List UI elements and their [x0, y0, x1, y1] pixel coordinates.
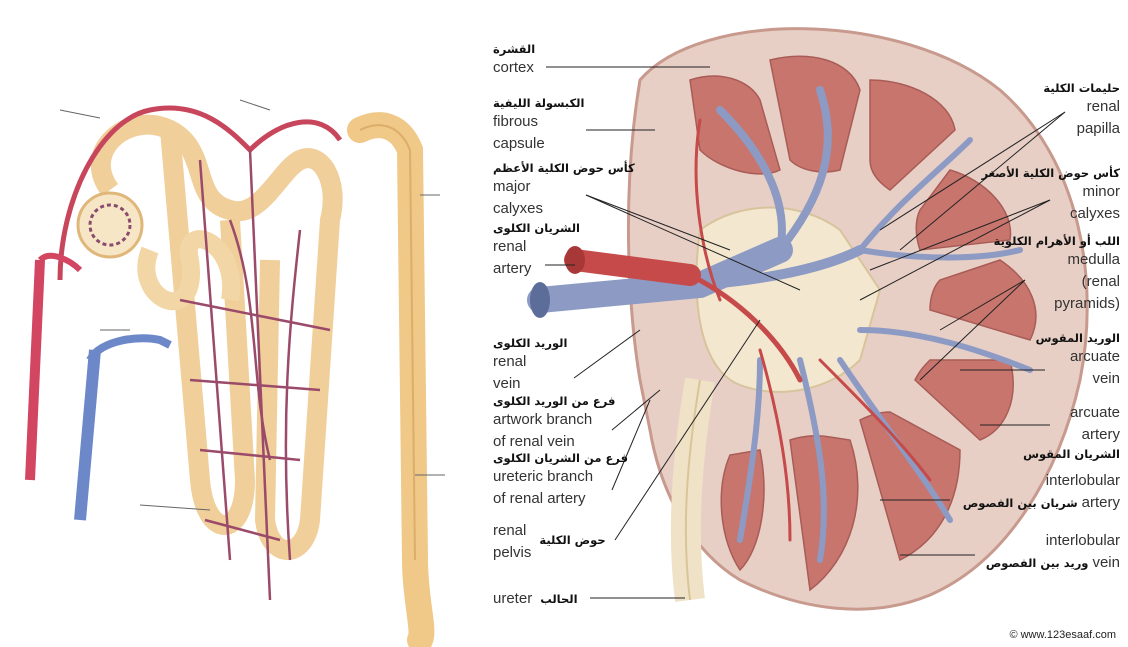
label-renal-pelvis-en-1: renal	[493, 520, 531, 542]
label-cortex: القشرة cortex	[493, 41, 535, 79]
label-ureter-ar: الحالب	[540, 591, 577, 607]
label-renal-vein-en-2: vein	[493, 373, 567, 395]
label-renal-pelvis-ar: حوض الكلية	[539, 532, 605, 548]
label-renal-papilla-en-1: renal	[1040, 96, 1120, 118]
label-interlobular-vein: interlobular وريد بين الفصوص vein	[950, 530, 1120, 574]
label-renal-papilla: حليمات الكلية renal papilla	[1040, 80, 1120, 140]
label-minor-calyxes-en-1: minor	[990, 181, 1120, 203]
label-interlobular-artery-ar: شريان بين الفصوص	[963, 495, 1078, 511]
label-fibrous-capsule: الكبسولة الليفية fibrous capsule	[493, 95, 584, 155]
label-renal-pelvis: renal pelvis حوض الكلية	[493, 520, 606, 564]
label-artwork-branch-ar: فرع من الوريد الكلوى	[493, 393, 615, 409]
label-arcuate-vein-ar: الوريد المقوس	[1020, 330, 1120, 346]
label-artwork-branch: فرع من الوريد الكلوى artwork branch of r…	[493, 393, 615, 453]
label-ureteric-branch: فرع من الشريان الكلوى ureteric branch of…	[493, 450, 628, 510]
copyright-text: © www.123esaaf.com	[1009, 629, 1116, 641]
label-renal-vein: الوريد الكلوى renal vein	[493, 335, 567, 395]
label-minor-calyxes-ar: كأس حوض الكلية الأصغر	[990, 165, 1120, 181]
label-renal-artery-en-2: artery	[493, 258, 580, 280]
label-ureteric-branch-en-2: of renal artery	[493, 488, 628, 510]
label-arcuate-artery-ar: الشريان المقوس	[1020, 446, 1120, 462]
label-renal-vein-ar: الوريد الكلوى	[493, 335, 567, 351]
label-cortex-ar: القشرة	[493, 41, 535, 57]
label-minor-calyxes-en-2: calyxes	[990, 203, 1120, 225]
label-renal-vein-en-1: renal	[493, 351, 567, 373]
label-ureter-en: ureter	[493, 588, 532, 610]
label-medulla-en-2: (renal	[990, 271, 1120, 293]
label-interlobular-vein-en-2: vein	[1092, 552, 1120, 574]
label-medulla-en-3: pyramids)	[990, 293, 1120, 315]
label-interlobular-vein-en-1: interlobular	[950, 530, 1120, 552]
label-arcuate-vein-en-2: vein	[1020, 368, 1120, 390]
label-medulla-en-1: medulla	[990, 249, 1120, 271]
label-arcuate-artery: arcuate artery الشريان المقوس	[1020, 402, 1120, 462]
label-interlobular-vein-ar: وريد بين الفصوص	[986, 555, 1089, 571]
label-cortex-en: cortex	[493, 57, 535, 79]
label-medulla: اللب أو الأهرام الكلوية medulla (renal p…	[990, 233, 1120, 315]
label-medulla-ar: اللب أو الأهرام الكلوية	[990, 233, 1120, 249]
label-fibrous-capsule-en-1: fibrous	[493, 111, 584, 133]
label-arcuate-artery-en-2: artery	[1020, 424, 1120, 446]
label-arcuate-artery-en-1: arcuate	[1020, 402, 1120, 424]
label-artwork-branch-en-1: artwork branch	[493, 409, 615, 431]
label-ureter: ureter الحالب	[493, 588, 578, 610]
label-renal-papilla-ar: حليمات الكلية	[1040, 80, 1120, 96]
label-major-calyxes: كأس حوض الكلية الأعظم major calyxes	[493, 160, 635, 220]
label-interlobular-artery: interlobular شريان بين الفصوص artery	[950, 470, 1120, 514]
label-ureteric-branch-ar: فرع من الشريان الكلوى	[493, 450, 628, 466]
label-renal-papilla-en-2: papilla	[1040, 118, 1120, 140]
label-interlobular-artery-en-2: artery	[1082, 492, 1120, 514]
label-major-calyxes-en-2: calyxes	[493, 198, 635, 220]
label-fibrous-capsule-ar: الكبسولة الليفية	[493, 95, 584, 111]
label-renal-pelvis-en-2: pelvis	[493, 542, 531, 564]
label-major-calyxes-ar: كأس حوض الكلية الأعظم	[493, 160, 635, 176]
label-major-calyxes-en-1: major	[493, 176, 635, 198]
label-ureteric-branch-en-1: ureteric branch	[493, 466, 628, 488]
label-renal-artery-en-1: renal	[493, 236, 580, 258]
label-arcuate-vein-en-1: arcuate	[1020, 346, 1120, 368]
label-interlobular-artery-en-1: interlobular	[950, 470, 1120, 492]
label-renal-artery: الشريان الكلوى renal artery	[493, 220, 580, 280]
label-arcuate-vein: الوريد المقوس arcuate vein	[1020, 330, 1120, 390]
label-renal-artery-ar: الشريان الكلوى	[493, 220, 580, 236]
label-minor-calyxes: كأس حوض الكلية الأصغر minor calyxes	[990, 165, 1120, 225]
label-fibrous-capsule-en-2: capsule	[493, 133, 584, 155]
